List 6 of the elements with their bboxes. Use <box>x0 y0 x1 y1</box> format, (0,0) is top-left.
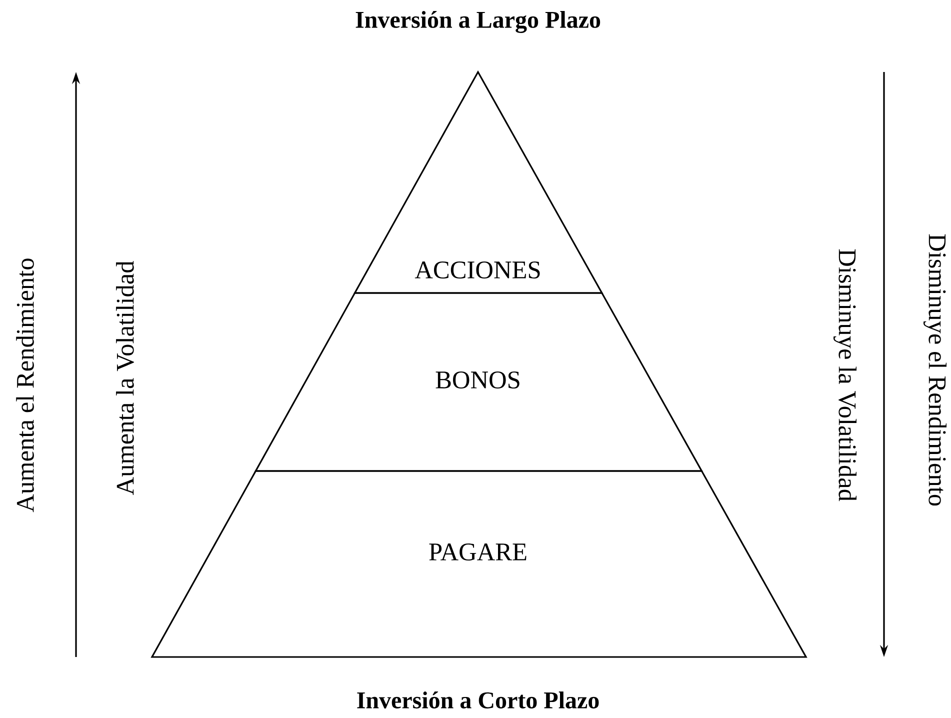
caption: Inversión a Corto Plazo <box>357 692 599 708</box>
axis-label: Disminuye la Volatilidad <box>833 249 856 502</box>
title: Inversión a Largo Plazo <box>356 11 600 33</box>
axis-label: Disminuye el Rendimiento <box>923 234 946 506</box>
axis-label: Aumenta el Rendimiento <box>16 258 34 512</box>
axis-label: Aumenta la Volatilidad <box>116 260 134 495</box>
